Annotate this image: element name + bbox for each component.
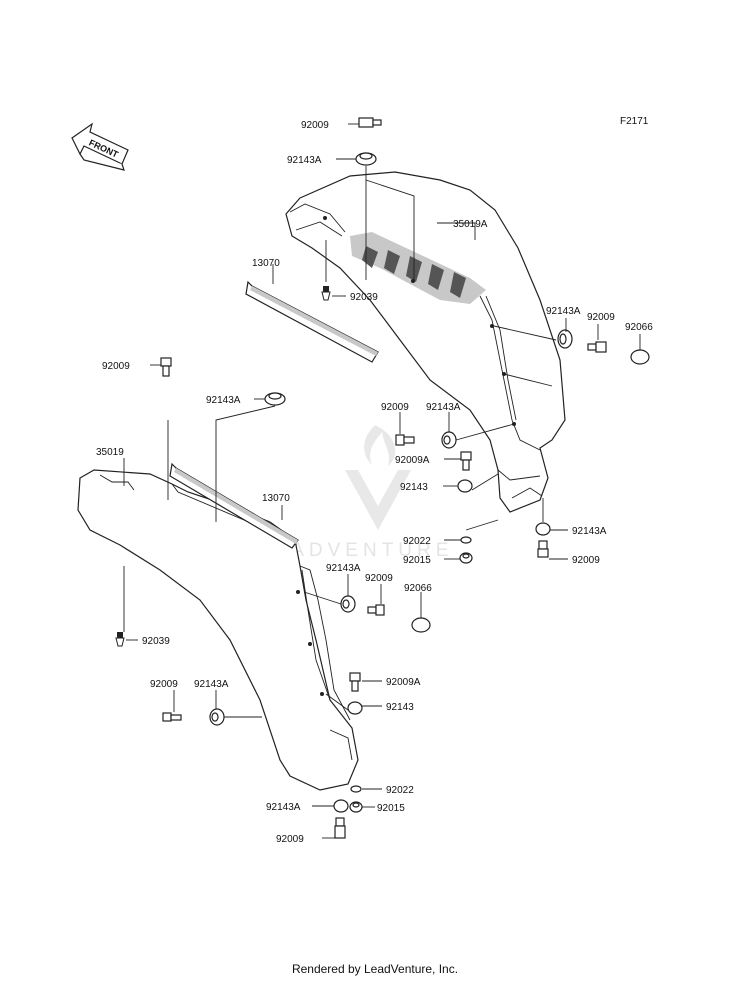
grommet-92143A-bottomright-icon (535, 522, 551, 536)
fender-35019A (285, 171, 566, 513)
washer-92022-mid-icon (350, 785, 362, 793)
callout-92022-mid: 92022 (386, 785, 414, 796)
callout-92022-right: 92022 (403, 536, 431, 547)
grommet-92143-mid-icon (347, 701, 363, 715)
callout-92009-left: 92009 (102, 361, 130, 372)
callout-92143A-top: 92143A (287, 155, 322, 166)
callout-92009-bottomleft: 92009 (150, 679, 178, 690)
callout-92009A-mid: 92009A (386, 677, 421, 688)
footer-credit: Rendered by LeadVenture, Inc. (291, 962, 459, 976)
callout-92143A-left: 92143A (206, 395, 241, 406)
callout-92009-bottom: 92009 (276, 834, 304, 845)
diagram-code: F2171 (620, 116, 649, 127)
grommet-92143A-mid-icon (340, 595, 356, 613)
callout-92143-right: 92143 (400, 482, 428, 493)
callout-92009A-right: 92009A (395, 455, 430, 466)
callout-92143A-midright: 92143A (426, 402, 461, 413)
bolt-92009-midright-icon (395, 434, 415, 446)
callout-92066-right: 92066 (625, 322, 653, 333)
rivet-92039-lower-icon (115, 632, 125, 647)
bolt-92009-left-top-icon (160, 357, 172, 377)
leader-lines (123, 123, 641, 839)
bolt-92009-mid-icon (367, 604, 385, 616)
callout-92009-right: 92009 (587, 312, 615, 323)
bolt-92009-right-icon (587, 341, 607, 353)
grommet-92143A-midright-icon (441, 431, 457, 449)
bolt-92009A-mid-icon (349, 672, 361, 692)
callout-92143A-bottomright: 92143A (572, 526, 607, 537)
callout-92143A-right: 92143A (546, 306, 581, 317)
rivet-92039-upper-icon (321, 286, 331, 301)
trim-strip-13070-upper (245, 280, 379, 363)
grommet-92143A-bottomleft-icon (209, 708, 225, 726)
callout-92015-right: 92015 (403, 555, 431, 566)
callout-92143A-mid: 92143A (326, 563, 361, 574)
cap-92066-mid-icon (411, 617, 431, 633)
grommet-92143A-bottom-icon (333, 799, 349, 813)
bolt-92009-top-icon (358, 117, 382, 128)
grommet-92143A-left-top-icon (264, 392, 286, 406)
nut-92015-right-icon (459, 552, 473, 564)
callout-92143A-bottomleft: 92143A (194, 679, 229, 690)
callout-35019A: 35019A (453, 219, 488, 230)
bolt-92009A-right-icon (460, 451, 472, 471)
callout-13070-upper: 13070 (252, 258, 280, 269)
washer-92022-right-icon (460, 536, 472, 544)
grommet-92143A-top-icon (355, 152, 377, 166)
callout-92039-lower: 92039 (142, 636, 170, 647)
callout-92015-mid: 92015 (377, 803, 405, 814)
callout-92009-midright: 92009 (381, 402, 409, 413)
callout-35019: 35019 (96, 447, 124, 458)
callout-92143A-bottom: 92143A (266, 802, 301, 813)
callout-92066-mid: 92066 (404, 583, 432, 594)
grommet-92143-right-icon (457, 479, 473, 493)
bolt-92009-bottom-icon (334, 817, 346, 839)
nut-92015-mid-icon (349, 801, 363, 813)
callout-13070-lower: 13070 (262, 493, 290, 504)
front-arrow-icon: FRONT (71, 122, 129, 171)
callout-92009-mid: 92009 (365, 573, 393, 584)
trim-strip-13070-lower (169, 462, 299, 549)
callout-92009-top: 92009 (301, 120, 329, 131)
fender-35019 (77, 469, 359, 791)
grommet-92143A-right-icon (557, 329, 573, 349)
watermark-logo: LEADVENTURE (258, 425, 453, 561)
callout-92009-bottomright: 92009 (572, 555, 600, 566)
bolt-92009-bottomleft-icon (162, 712, 182, 722)
bolt-92009-bottomright-icon (537, 540, 549, 558)
callout-92039-upper: 92039 (350, 292, 378, 303)
watermark-text: LEADVENTURE (258, 540, 453, 561)
cap-92066-right-icon (630, 349, 650, 365)
callout-92143-mid: 92143 (386, 702, 414, 713)
